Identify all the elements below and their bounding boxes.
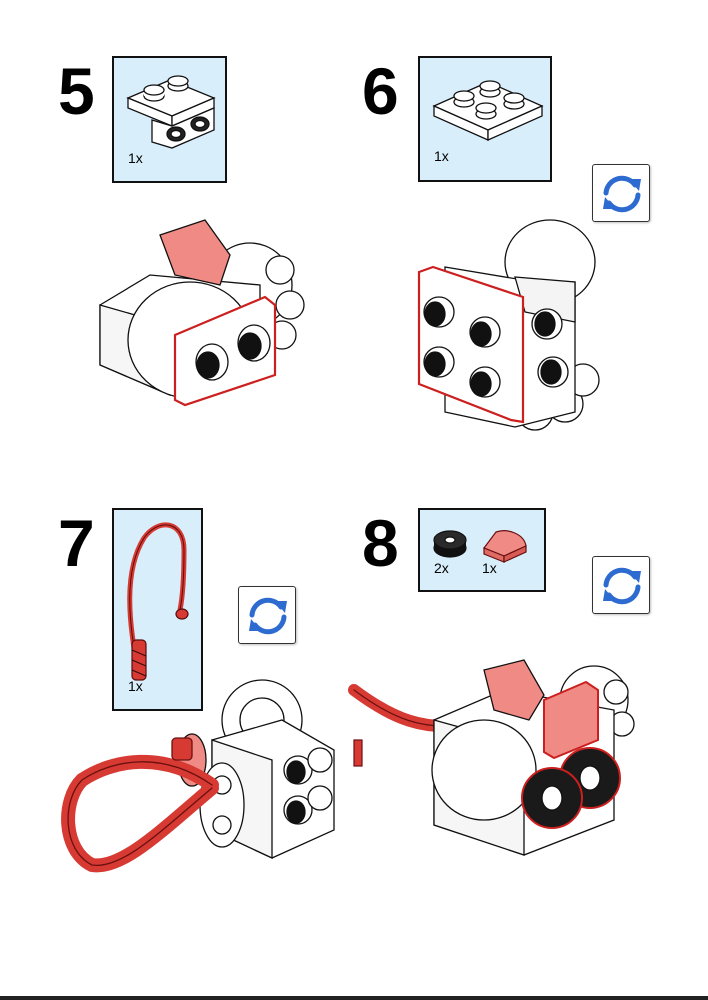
bracket-plate-icon xyxy=(126,75,216,149)
step-5-parts-callout: 1x xyxy=(112,56,227,183)
quarter-tile-red-icon xyxy=(483,530,527,563)
step-number-8: 8 xyxy=(362,506,399,580)
plate-2x2-icon xyxy=(432,80,544,142)
rotate-model-indicator-step-6 xyxy=(592,164,650,222)
rotate-model-icon xyxy=(603,175,641,213)
step-number-7: 7 xyxy=(58,506,95,580)
rotate-model-indicator-step-7 xyxy=(238,586,296,644)
step-number-6: 6 xyxy=(362,54,399,128)
rotate-model-icon xyxy=(249,597,287,635)
step-8-assembly-illustration xyxy=(348,659,635,856)
part-quantity: 1x xyxy=(128,150,143,166)
part-quantity: 1x xyxy=(128,678,143,694)
round-tile-black-icon xyxy=(433,530,467,558)
part-quantity: 1x xyxy=(434,148,449,164)
step-5-assembly-illustration xyxy=(99,219,305,407)
tail-whip-icon xyxy=(127,522,189,681)
rotate-model-indicator-step-8 xyxy=(592,556,650,614)
part-quantity: 1x xyxy=(482,560,497,576)
step-7-parts-callout: 1x xyxy=(112,508,203,711)
step-8-parts-callout: 2x 1x xyxy=(418,508,546,592)
rotate-model-icon xyxy=(603,567,641,605)
step-7-assembly-illustration xyxy=(61,679,335,873)
step-6-parts-callout: 1x xyxy=(418,56,552,182)
step-number-5: 5 xyxy=(58,54,95,128)
page-bottom-rule xyxy=(0,996,708,1000)
step-6-assembly-illustration xyxy=(417,219,600,431)
part-quantity: 2x xyxy=(434,560,449,576)
